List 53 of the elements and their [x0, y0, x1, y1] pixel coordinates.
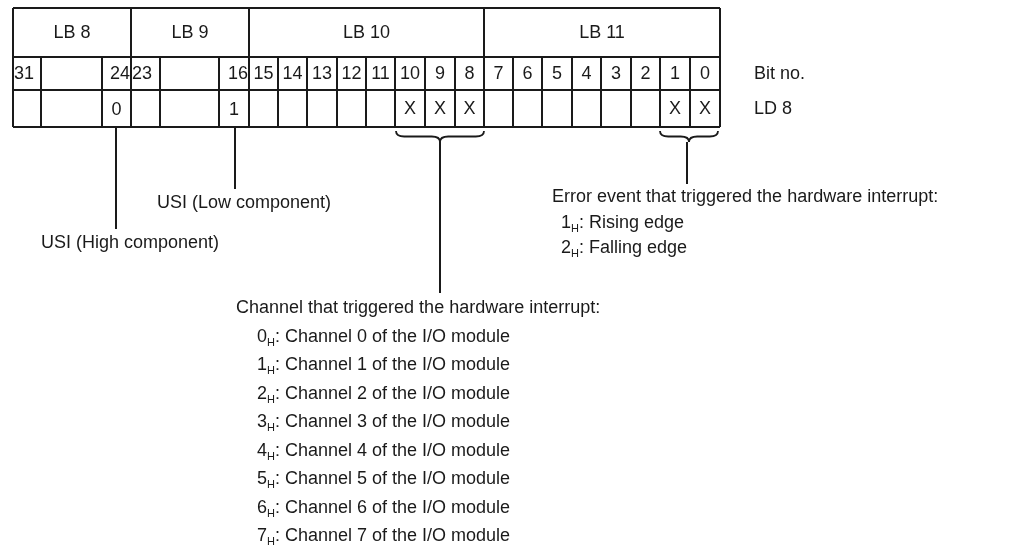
bit-number: 16	[227, 63, 248, 84]
value-description: 1$_{H}$: Rising edge	[561, 210, 685, 235]
bit-number: 9	[435, 63, 445, 84]
bit-number: 10	[400, 63, 420, 84]
value-description: 7$_{H}$: Channel 7 of the I/O module	[257, 524, 511, 549]
bit-marker: X	[404, 98, 416, 119]
bit-marker: X	[434, 98, 446, 119]
bit-number: 15	[253, 63, 274, 84]
value-description: 2$_{H}$: Falling edge	[561, 236, 688, 261]
value-description: 3$_{H}$: Channel 3 of the I/O module	[257, 410, 511, 435]
curly-brace	[659, 130, 719, 143]
bit-number: 31	[14, 63, 35, 84]
annotation-text: USI (High component)	[41, 231, 220, 254]
value-description: 4$_{H}$: Channel 4 of the I/O module	[257, 438, 511, 464]
bit-number: 6	[522, 63, 533, 84]
bit-marker: X	[463, 98, 476, 119]
row-label: LD 8	[754, 98, 793, 119]
byte-label: LB 11	[579, 22, 625, 43]
bit-number: 12	[341, 63, 362, 84]
bit-number: 8	[464, 63, 475, 84]
bit-number: 1	[670, 63, 680, 84]
byte-label: LB 10	[342, 22, 390, 43]
leader-line	[115, 126, 117, 230]
bit-value: 1	[219, 90, 249, 127]
byte-label: LB 9	[171, 22, 209, 43]
bit-marker: X	[699, 98, 711, 119]
legend-heading: Error event that triggered the hardware interrupt:	[552, 185, 939, 208]
leader-line	[686, 141, 688, 185]
bit-number: 7	[493, 63, 504, 84]
bit-marker: X	[669, 98, 681, 119]
value-description: 2$_{H}$: Channel 2 of the I/O module	[257, 381, 511, 407]
bit-number: 24	[109, 63, 130, 84]
bit-number: 4	[581, 63, 592, 84]
bit-value: 0	[102, 90, 131, 127]
bit-number: 11	[371, 63, 390, 84]
byte-label: LB 8	[53, 22, 91, 43]
value-description: 6$_{H}$: Channel 6 of the I/O module	[257, 495, 511, 521]
curly-brace	[395, 130, 485, 143]
bit-number: 13	[312, 63, 332, 84]
value-description: 5$_{H}$: Channel 5 of the I/O module	[257, 467, 511, 492]
bit-number: 3	[611, 63, 621, 84]
legend-heading: Channel that triggered the hardware interrupt:	[236, 296, 601, 319]
bit-number: 5	[552, 63, 562, 84]
row-label: Bit no.	[754, 63, 806, 84]
value-description: 0$_{H}$: Channel 0 of the I/O module	[257, 324, 511, 350]
value-description: 1$_{H}$: Channel 1 of the I/O module	[257, 353, 511, 378]
bit-number: 0	[700, 63, 710, 84]
annotation-text: USI (Low component)	[157, 191, 332, 214]
bit-number: 14	[282, 63, 303, 84]
bit-number: 2	[640, 63, 651, 84]
leader-line	[439, 141, 441, 294]
bit-number: 23	[132, 63, 153, 84]
leader-line	[234, 126, 236, 190]
